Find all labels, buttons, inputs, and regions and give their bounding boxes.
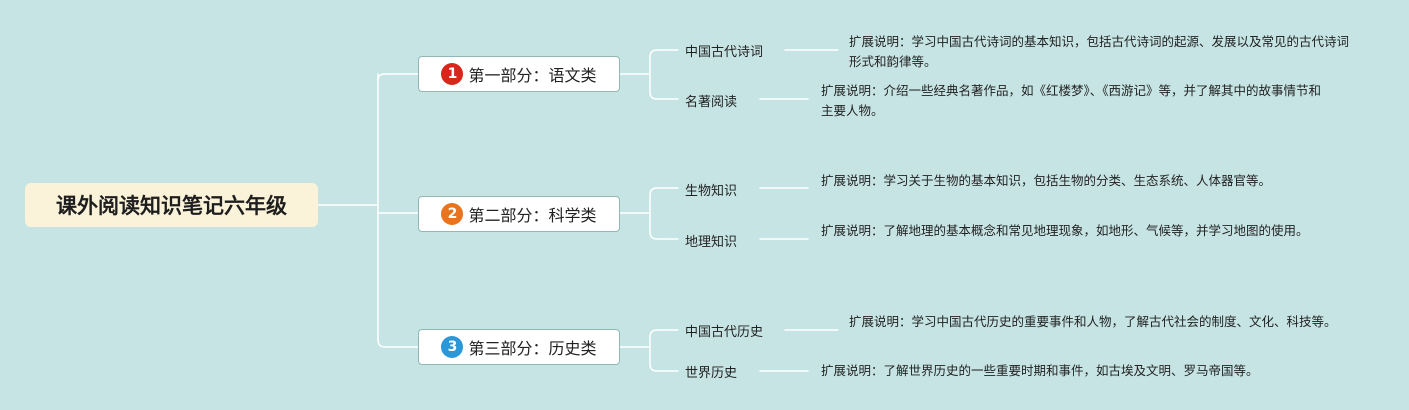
section-label: 第一部分：语文类 xyxy=(468,66,597,85)
topic-label: 世界历史 xyxy=(685,366,738,381)
connector-s1-split xyxy=(649,49,658,100)
section-node-3[interactable]: 3 第三部分：历史类 xyxy=(418,329,620,365)
connector-s2-split xyxy=(649,187,658,240)
section-node-2[interactable]: 2 第二部分：科学类 xyxy=(418,196,620,232)
topic-node-geography[interactable]: 地理知识 xyxy=(685,231,737,250)
topic-label: 地理知识 xyxy=(685,235,738,250)
section-node-1[interactable]: 1 第一部分：语文类 xyxy=(418,56,620,92)
description-node: 扩展说明：了解世界历史的一些重要时期和事件，如古埃及文明、罗马帝国等。 xyxy=(821,363,1259,378)
description-node: 扩展说明：学习中国古代历史的重要事件和人物，了解古代社会的制度、文化、科技等。 xyxy=(849,314,1337,329)
description-node: 扩展说明：了解地理的基本概念和常见地理现象，如地形、气候等，并学习地图的使用。 xyxy=(821,223,1309,238)
root-node[interactable]: 课外阅读知识笔记六年级 xyxy=(25,183,318,227)
number-badge-icon: 1 xyxy=(441,63,464,85)
topic-node-world-history[interactable]: 世界历史 xyxy=(685,362,737,381)
topic-label: 中国古代历史 xyxy=(685,325,764,340)
topic-label: 生物知识 xyxy=(685,184,738,199)
section-label: 第三部分：历史类 xyxy=(468,339,597,358)
connector-s3-split xyxy=(649,329,658,372)
number-badge-icon: 2 xyxy=(441,203,464,225)
topic-label: 中国古代诗词 xyxy=(685,45,764,60)
section-label: 第二部分：科学类 xyxy=(468,206,597,225)
topic-node-chinese-history[interactable]: 中国古代历史 xyxy=(685,321,763,340)
description-node: 扩展说明：介绍一些经典名著作品，如《红楼梦》、《西游记》等，并了解其中的故事情节… xyxy=(821,83,1322,118)
connector-section-3 xyxy=(377,339,419,348)
topic-node-chinese-poetry[interactable]: 中国古代诗词 xyxy=(685,41,763,60)
description-node: 扩展说明：学习中国古代诗词的基本知识，包括古代诗词的起源、发展以及常见的古代诗词… xyxy=(849,34,1350,69)
topic-node-biology[interactable]: 生物知识 xyxy=(685,180,737,199)
connector-section-1 xyxy=(377,73,419,81)
topic-label: 名著阅读 xyxy=(685,95,738,110)
topic-node-classic-novels[interactable]: 名著阅读 xyxy=(685,91,737,110)
root-title: 课外阅读知识笔记六年级 xyxy=(56,194,287,218)
description-node: 扩展说明：学习关于生物的基本知识，包括生物的分类、生态系统、人体器官等。 xyxy=(821,173,1272,188)
number-badge-icon: 3 xyxy=(441,336,464,358)
